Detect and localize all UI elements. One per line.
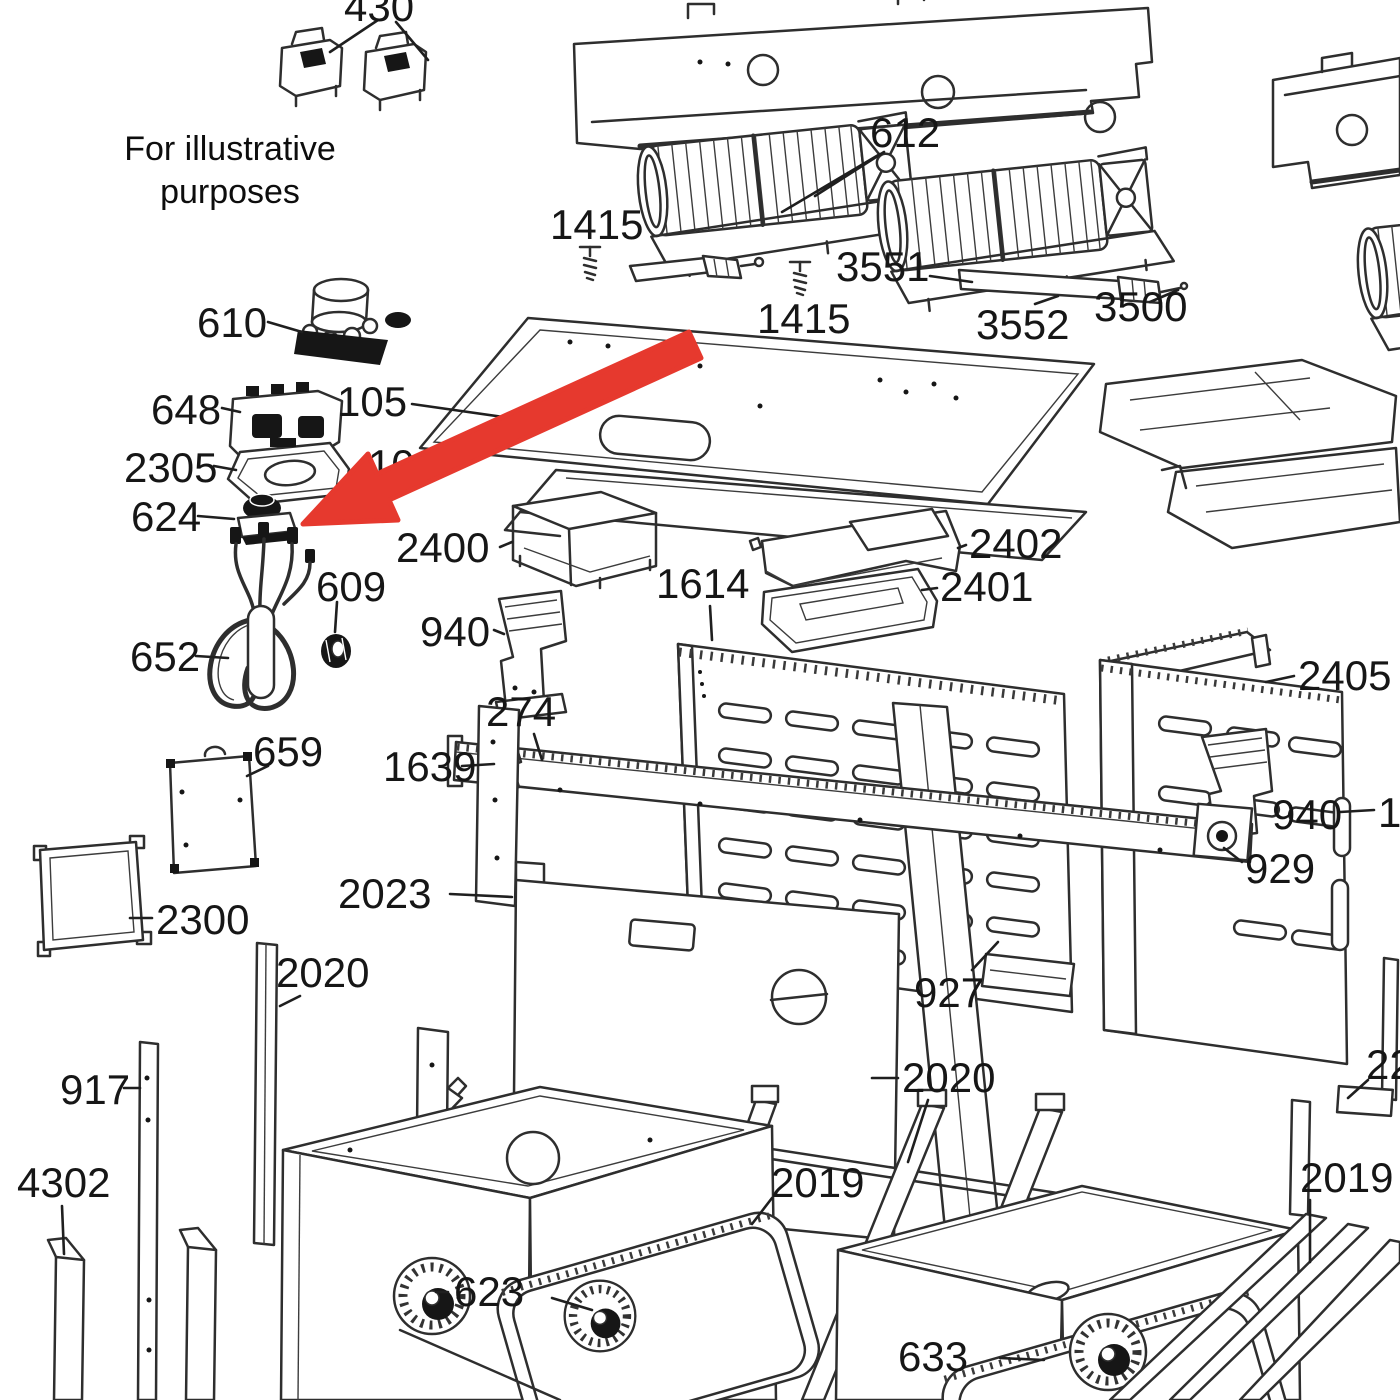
tray-2401 xyxy=(760,567,939,654)
cover-2402 xyxy=(748,507,962,588)
rails-2019-right xyxy=(1108,956,1400,1400)
watermark-text: For illustrative purposes xyxy=(85,128,375,213)
knob-623-right xyxy=(565,1281,636,1352)
bolt-929 xyxy=(1192,802,1254,862)
knob-623-left xyxy=(394,1258,470,1334)
top-bracket-panel xyxy=(572,0,1154,151)
watermark-line-2: purposes xyxy=(160,172,300,211)
wire-harness-652 xyxy=(207,522,315,711)
fan-blower-corner xyxy=(1351,190,1400,365)
panel-2300 xyxy=(32,834,153,958)
oven-box-left xyxy=(279,1085,821,1400)
frame-post-left xyxy=(474,704,521,908)
bracket-940-left xyxy=(494,589,568,722)
gas-valve-610 xyxy=(294,277,411,365)
post-917 xyxy=(136,1040,160,1400)
bar-2020-left xyxy=(252,941,279,1247)
burner-tube-3552 xyxy=(957,268,1189,305)
side-tray-lower xyxy=(1160,446,1400,550)
channel-4302-b xyxy=(178,1226,218,1400)
box-2400 xyxy=(511,490,658,590)
top-right-bracket xyxy=(1271,51,1400,190)
screw-1415-lower xyxy=(788,260,812,297)
igniter-tube xyxy=(628,254,765,283)
top-panel-105 xyxy=(418,316,1096,506)
oven-box-right xyxy=(834,1184,1302,1400)
grommet-609 xyxy=(321,634,351,668)
rail-274 xyxy=(446,734,1254,864)
panel-659 xyxy=(166,745,259,875)
screw-1415-upper xyxy=(578,245,602,282)
channel-4302-a xyxy=(46,1236,86,1400)
side-tray-upper xyxy=(1098,358,1398,470)
watermark-line-1: For illustrative xyxy=(124,130,336,168)
switches-430 xyxy=(278,26,428,112)
leader-lines xyxy=(60,18,1376,1362)
bracket-right-small xyxy=(980,952,1076,998)
side-panel-right xyxy=(1098,658,1352,1066)
